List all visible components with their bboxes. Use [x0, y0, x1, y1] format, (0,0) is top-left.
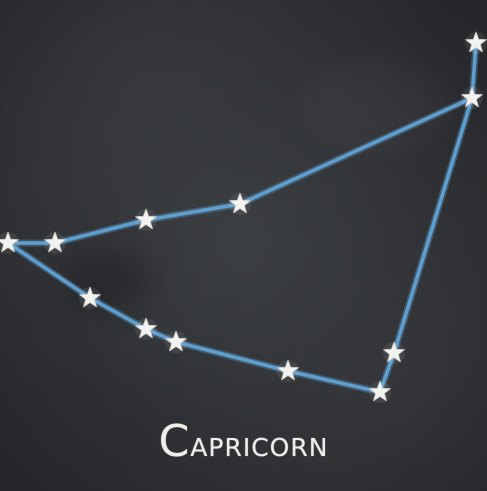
constellation-lines — [4, 39, 480, 396]
constellation-line — [6, 241, 92, 300]
star-icon — [461, 86, 483, 108]
star-icon — [369, 380, 391, 402]
constellation-line — [88, 296, 148, 331]
constellation-name-initial: C — [158, 416, 191, 467]
constellation-line — [286, 369, 382, 394]
star-icon — [277, 359, 299, 381]
star-icon — [135, 208, 157, 230]
constellation-line — [53, 218, 148, 245]
star-icon — [465, 31, 487, 53]
star-icon — [165, 330, 187, 352]
constellation-line — [174, 340, 290, 373]
constellation-line — [392, 96, 474, 355]
star-icon — [0, 231, 19, 253]
star-icon — [135, 317, 157, 339]
constellation-name: CAPRICORN — [0, 416, 487, 467]
constellation-line — [144, 202, 242, 222]
star-icon — [383, 341, 405, 363]
constellation-name-rest: APRICORN — [190, 424, 329, 465]
constellation-line — [238, 96, 474, 206]
star-icon — [79, 286, 101, 308]
constellation-stars — [0, 31, 487, 403]
star-icon — [44, 231, 66, 253]
star-icon — [229, 192, 251, 214]
